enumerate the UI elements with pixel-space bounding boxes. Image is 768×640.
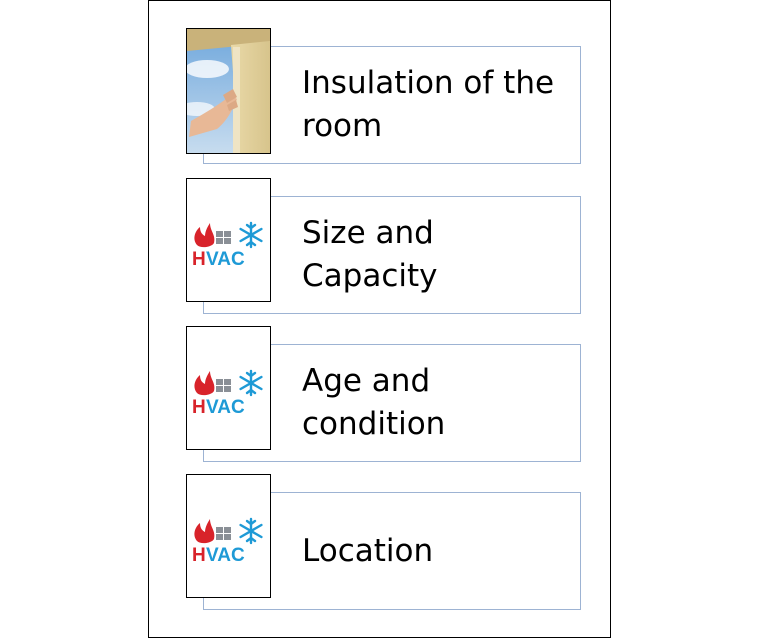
factor-label: Location bbox=[302, 532, 434, 569]
svg-text:VAC: VAC bbox=[206, 545, 245, 566]
svg-text:H: H bbox=[192, 397, 206, 418]
window-insulation-photo bbox=[186, 28, 271, 154]
hvac-logo-icon: H VAC bbox=[192, 369, 263, 418]
factor-item-size: Size and Capacity H VAC bbox=[186, 178, 581, 314]
hvac-logo-thumb: H VAC bbox=[186, 178, 271, 302]
factor-label: Age and condition bbox=[302, 363, 446, 442]
svg-text:H: H bbox=[192, 249, 206, 270]
svg-text:VAC: VAC bbox=[206, 249, 245, 270]
factor-item-location: Location H VAC bbox=[186, 474, 581, 610]
hvac-logo-thumb: H VAC bbox=[186, 474, 271, 598]
hvac-logo-icon: H VAC bbox=[192, 221, 263, 270]
factor-label: Insulation of the room bbox=[302, 65, 555, 144]
factor-item-age: Age and condition H VAC bbox=[186, 326, 581, 462]
svg-text:H: H bbox=[192, 545, 206, 566]
hvac-logo-icon: H VAC bbox=[192, 517, 263, 566]
factor-label: Size and Capacity bbox=[302, 215, 438, 294]
hvac-logo-thumb: H VAC bbox=[186, 326, 271, 450]
factor-item-insulation: Insulation of the room bbox=[186, 28, 581, 164]
diagram-frame bbox=[148, 0, 611, 638]
svg-text:VAC: VAC bbox=[206, 397, 245, 418]
